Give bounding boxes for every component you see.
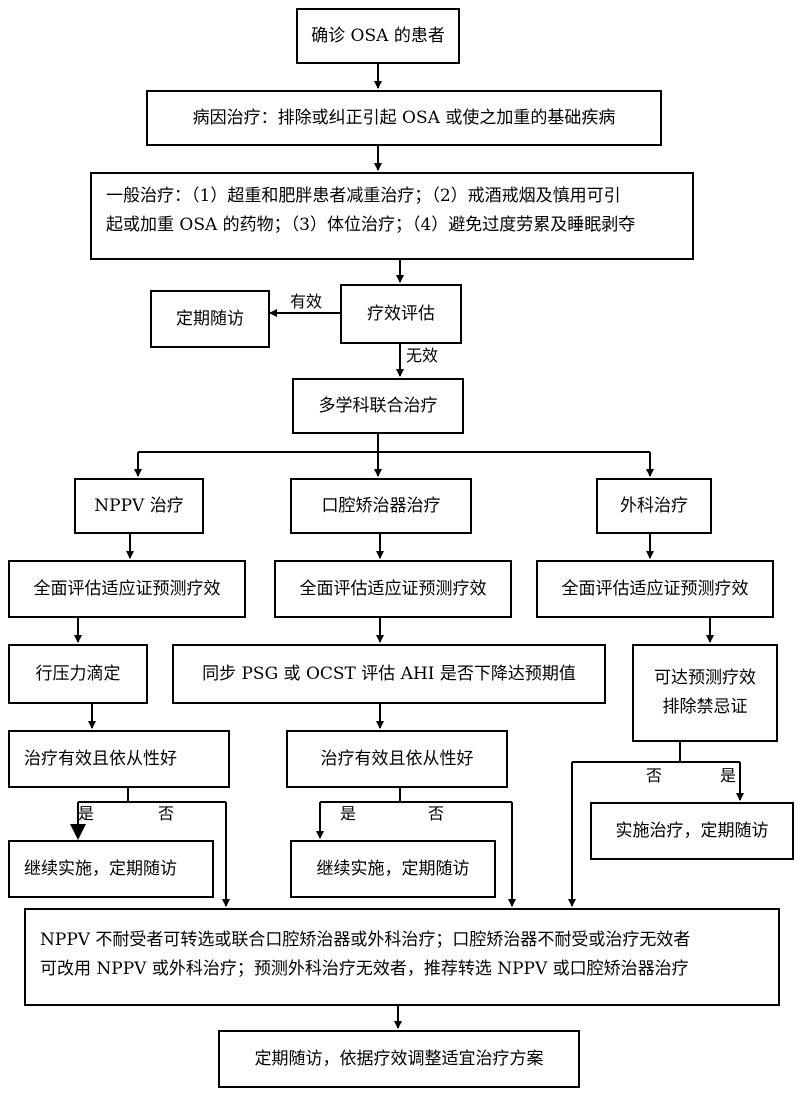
node-etiological-treatment: 病因治疗：排除或纠正引起 OSA 或使之加重的基础疾病	[146, 90, 662, 146]
label-ineffective: 无效	[406, 346, 439, 365]
node-alternative-treatment-line2: 可改用 NPPV 或外科治疗；预测外科治疗无效者，推荐转选 NPPV 或口腔矫治…	[40, 958, 689, 979]
node-final-followup: 定期随访，依据疗效调整适宜治疗方案	[218, 1030, 580, 1088]
node-nppv-treatment: NPPV 治疗	[74, 478, 204, 534]
node-general-treatment: 一般治疗：（1）超重和肥胖患者减重治疗；（2）戒酒戒烟及慎用可引 起或加重 OS…	[90, 172, 694, 260]
node-efficacy-evaluation: 疗效评估	[340, 284, 462, 344]
node-alternative-treatment: NPPV 不耐受者可转选或联合口腔矫治器或外科治疗；口腔矫治器不耐受或治疗无效者…	[24, 908, 780, 1006]
node-alternative-treatment-line1: NPPV 不耐受者可转选或联合口腔矫治器或外科治疗；口腔矫治器不耐受或治疗无效者	[40, 930, 691, 950]
node-predicted-efficacy: 可达预测疗效 排除禁忌证	[632, 644, 778, 742]
label-no-oral: 否	[428, 804, 445, 823]
node-continue-oral: 继续实施，定期随访	[290, 840, 496, 898]
node-psg-ocst-evaluation: 同步 PSG 或 OCST 评估 AHI 是否下降达预期值	[172, 644, 606, 704]
node-multidisciplinary: 多学科联合治疗	[292, 378, 464, 434]
node-pressure-titration: 行压力滴定	[8, 644, 148, 704]
node-surgical-treatment: 外科治疗	[596, 478, 712, 534]
node-confirmed-osa: 确诊 OSA 的患者	[296, 8, 460, 64]
node-assessment-nppv: 全面评估适应证预测疗效	[8, 560, 246, 618]
node-general-treatment-line2: 起或加重 OSA 的药物；（3）体位治疗；（4）避免过度劳累及睡眠剥夺	[106, 214, 636, 235]
label-no-nppv: 否	[158, 804, 175, 823]
node-predicted-efficacy-line2: 排除禁忌证	[662, 697, 748, 717]
node-general-treatment-line1: 一般治疗：（1）超重和肥胖患者减重治疗；（2）戒酒戒烟及慎用可引	[106, 186, 621, 206]
label-yes-oral: 是	[340, 804, 357, 823]
label-yes-surgical: 是	[720, 766, 737, 785]
node-assessment-surgical: 全面评估适应证预测疗效	[536, 560, 774, 618]
node-regular-followup: 定期随访	[150, 290, 270, 348]
node-effective-compliant-nppv: 治疗有效且依从性好	[8, 730, 230, 788]
label-yes-nppv: 是	[78, 804, 95, 823]
node-effective-compliant-oral: 治疗有效且依从性好	[286, 730, 508, 788]
label-effective: 有效	[290, 292, 323, 311]
node-assessment-oral: 全面评估适应证预测疗效	[274, 560, 512, 618]
label-no-surgical: 否	[646, 766, 663, 785]
node-continue-nppv: 继续实施，定期随访	[8, 840, 214, 898]
node-predicted-efficacy-line1: 可达预测疗效	[654, 668, 756, 689]
node-oral-appliance-treatment: 口腔矫治器治疗	[290, 478, 472, 534]
node-implement-treatment: 实施治疗，定期随访	[590, 802, 794, 860]
